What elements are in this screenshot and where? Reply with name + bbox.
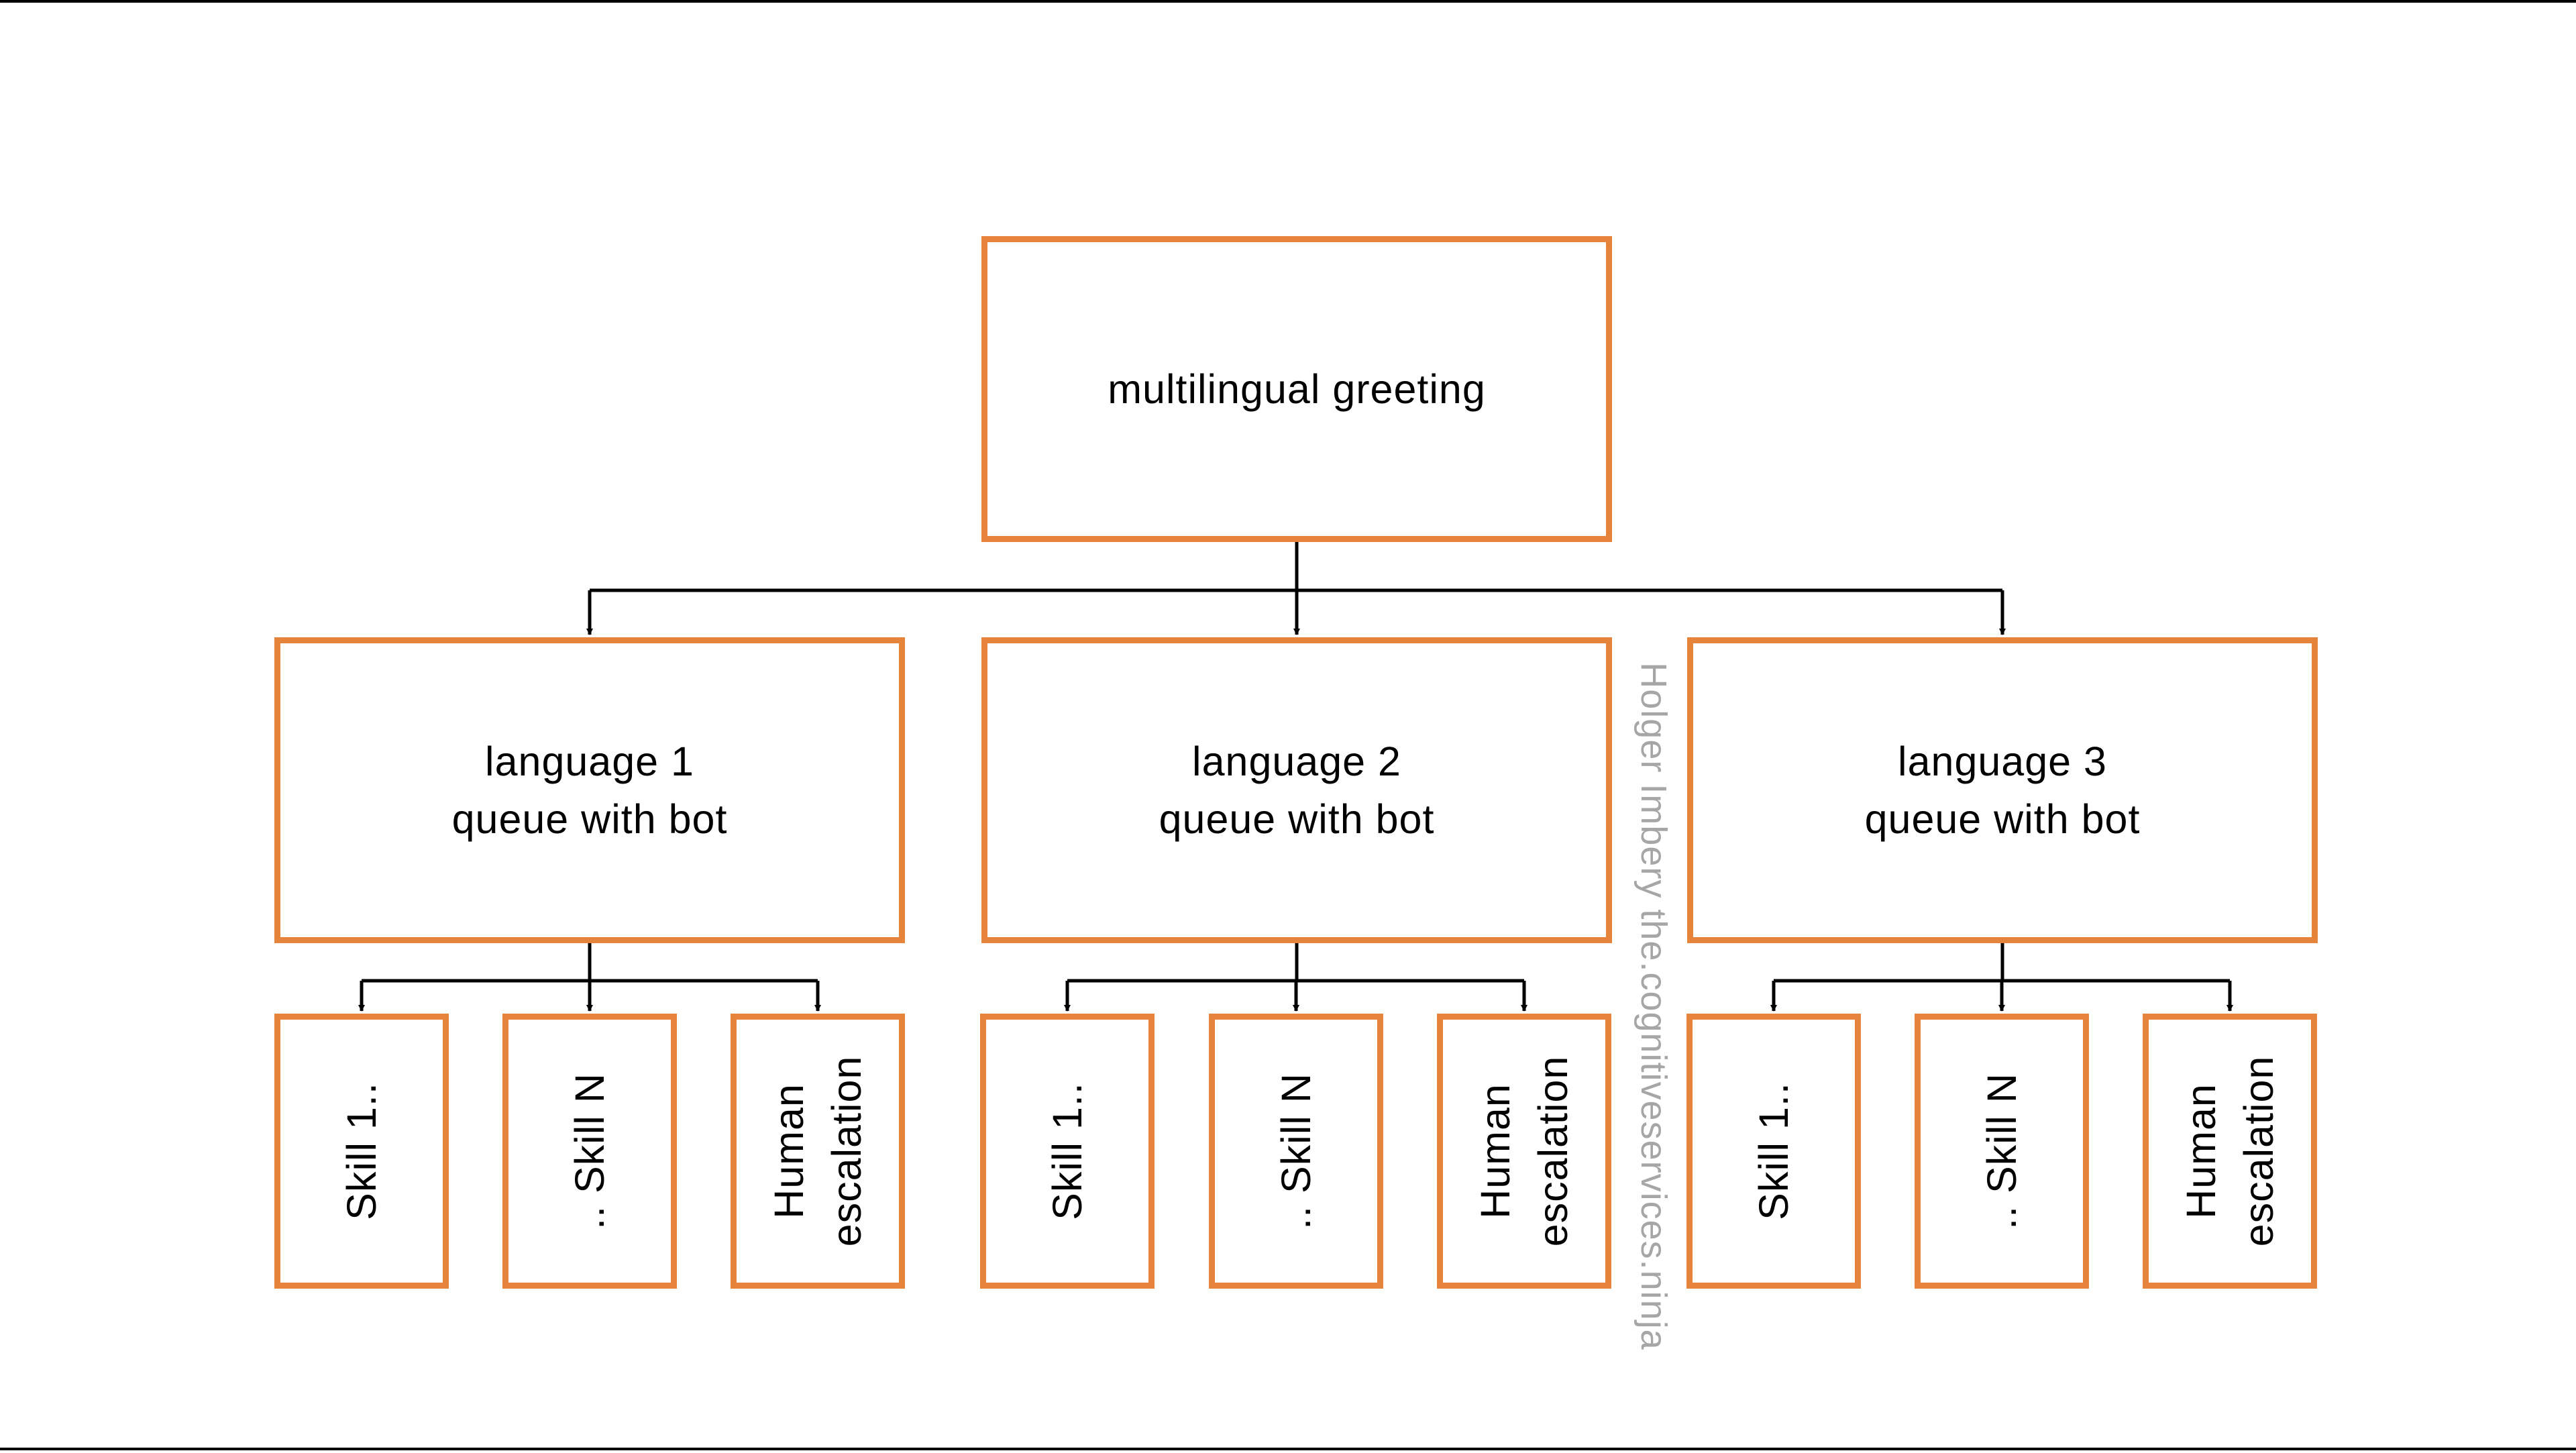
human-escalation-line2: escalation [1530, 1055, 1576, 1247]
language-2-skill-1-node: Skill 1.. [980, 1014, 1155, 1289]
language-1-human-escalation-node: Human escalation [731, 1014, 905, 1289]
human-escalation-line1: Human [766, 1083, 812, 1219]
language-2-title: language 2 [1192, 739, 1401, 784]
language-2-subtitle: queue with bot [1159, 796, 1435, 842]
language-1-skill-1-node: Skill 1.. [274, 1014, 449, 1289]
language-3-title: language 3 [1898, 739, 2107, 784]
language-2-label: language 2 queue with bot [1159, 733, 1435, 848]
language-3-node: language 3 queue with bot [1687, 637, 2318, 943]
language-1-subtitle: queue with bot [451, 796, 728, 842]
skill-1-label: Skill 1.. [1044, 1082, 1090, 1220]
language-3-skill-1-node: Skill 1.. [1686, 1014, 1861, 1289]
language-3-subtitle: queue with bot [1864, 796, 2141, 842]
human-escalation-line1: Human [2178, 1083, 2224, 1219]
human-escalation-label: Human escalation [1466, 1056, 1582, 1247]
root-node-label: multilingual greeting [1108, 366, 1486, 412]
watermark-text: Holger Imbery the.cognitiveservices.ninj… [1633, 662, 1674, 1350]
human-escalation-line2: escalation [824, 1055, 869, 1247]
skill-n-label: .. Skill N [567, 1073, 612, 1230]
human-escalation-line2: escalation [2236, 1055, 2282, 1247]
skill-n-label: .. Skill N [1979, 1073, 2025, 1230]
language-3-label: language 3 queue with bot [1865, 733, 2141, 848]
skill-n-label: .. Skill N [1273, 1073, 1319, 1230]
human-escalation-line1: Human [1472, 1083, 1518, 1219]
skill-1-label: Skill 1.. [339, 1082, 384, 1220]
human-escalation-label: Human escalation [760, 1056, 875, 1247]
bottom-border-line [0, 1448, 2576, 1450]
language-1-title: language 1 [485, 739, 694, 784]
language-2-skill-n-node: .. Skill N [1209, 1014, 1383, 1289]
language-2-node: language 2 queue with bot [981, 637, 1612, 943]
top-border-line [0, 0, 2576, 3]
language-3-human-escalation-node: Human escalation [2143, 1014, 2317, 1289]
root-node-multilingual-greeting: multilingual greeting [981, 236, 1612, 542]
language-1-skill-n-node: .. Skill N [502, 1014, 677, 1289]
skill-1-label: Skill 1.. [1751, 1082, 1796, 1220]
language-1-label: language 1 queue with bot [452, 733, 728, 848]
human-escalation-label: Human escalation [2172, 1056, 2288, 1247]
language-2-human-escalation-node: Human escalation [1437, 1014, 1611, 1289]
language-1-node: language 1 queue with bot [274, 637, 905, 943]
language-3-skill-n-node: .. Skill N [1915, 1014, 2089, 1289]
